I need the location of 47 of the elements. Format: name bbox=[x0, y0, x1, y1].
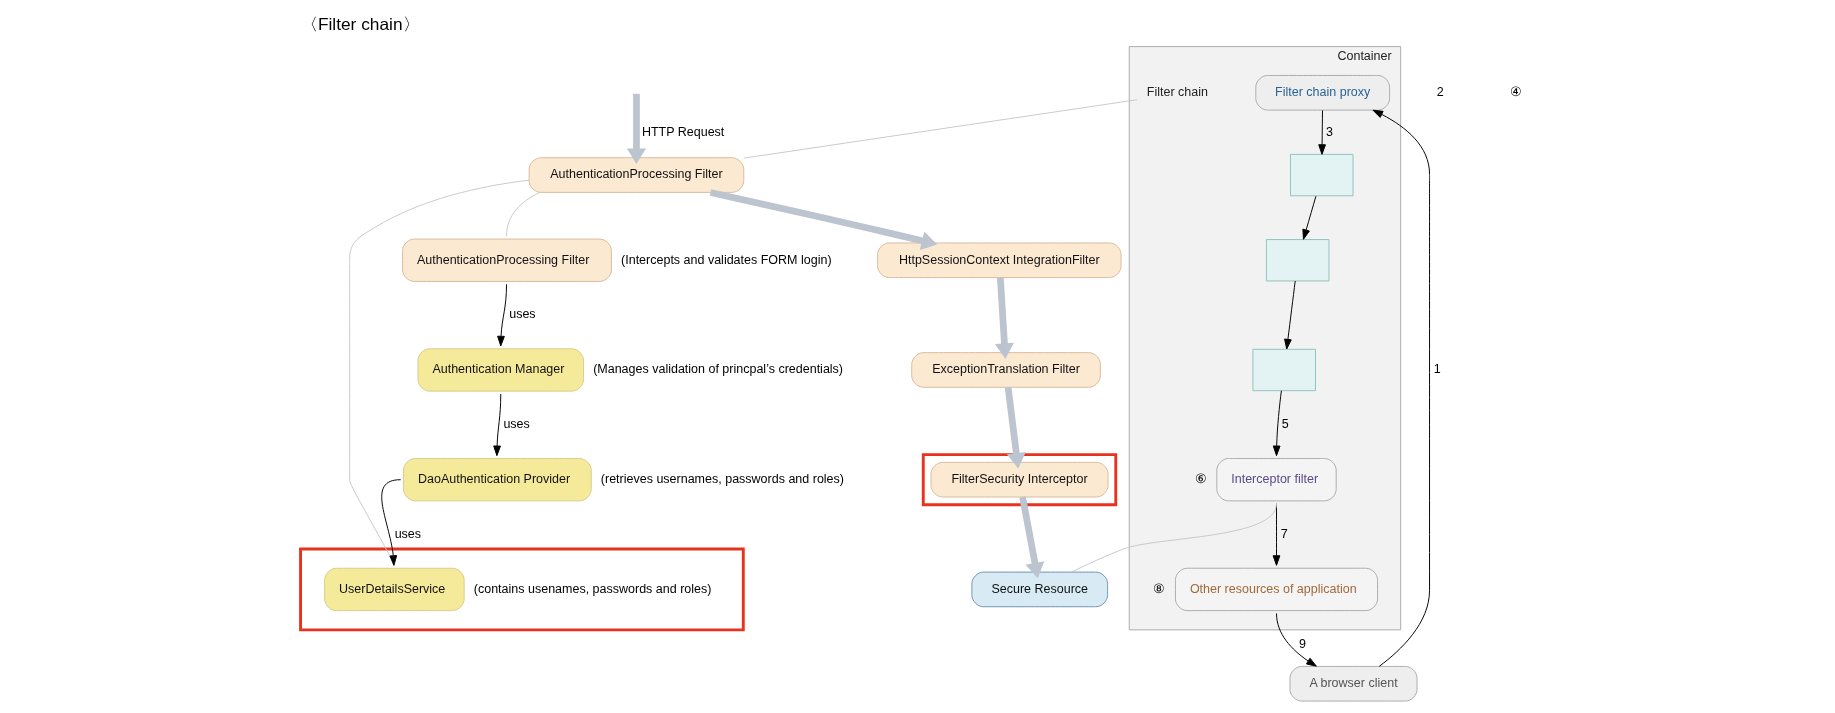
edge-label: 9 bbox=[1299, 636, 1306, 651]
node-box: Filter chain proxy bbox=[1255, 74, 1391, 111]
arrow bbox=[709, 189, 938, 251]
arrow bbox=[626, 93, 646, 164]
node-box: HttpSessionContext IntegrationFilter bbox=[877, 242, 1122, 279]
node-box: A browser client bbox=[1289, 665, 1418, 702]
node-box: AuthenticationProcessing Filter bbox=[528, 157, 745, 193]
node-label: ⑥ bbox=[1194, 471, 1207, 486]
connector bbox=[506, 191, 541, 237]
arrow bbox=[1302, 195, 1317, 240]
arrow bbox=[1004, 386, 1026, 469]
node-text: Filter chain bbox=[1146, 85, 1208, 100]
node-label: (contains usenames, passwords and roles) bbox=[473, 581, 712, 596]
node-label: (retrieves usernames, passwords and roles) bbox=[600, 471, 844, 486]
node-label: ⑧ bbox=[1153, 581, 1166, 596]
edge-label: HTTP Request bbox=[641, 124, 725, 139]
cluster bbox=[299, 547, 745, 632]
arrow bbox=[994, 277, 1014, 359]
connector bbox=[349, 179, 530, 566]
edge-label: uses bbox=[503, 417, 530, 432]
arrow bbox=[1284, 280, 1296, 350]
diagram-title: 〈Filter chain〉 bbox=[300, 13, 420, 34]
arrow bbox=[1272, 390, 1282, 457]
node-box bbox=[1265, 239, 1330, 282]
label: ④ bbox=[1510, 85, 1523, 100]
node-box bbox=[1252, 348, 1316, 392]
edge-label: 1 bbox=[1433, 362, 1441, 377]
edge-label: uses bbox=[394, 526, 422, 541]
arrow bbox=[1318, 109, 1326, 155]
arrow bbox=[1276, 613, 1317, 667]
label: 2 bbox=[1436, 85, 1444, 100]
node-box: ExceptionTranslation Filter bbox=[911, 352, 1101, 388]
node-box: FilterSecurity Interceptor bbox=[930, 461, 1109, 498]
arrow bbox=[497, 283, 507, 347]
arrow bbox=[381, 479, 402, 566]
connector bbox=[1071, 503, 1277, 573]
edge-label: uses bbox=[509, 307, 536, 322]
edge-label: 3 bbox=[1325, 124, 1333, 139]
arrow bbox=[493, 393, 502, 457]
edge-label: 5 bbox=[1281, 417, 1289, 432]
node-box bbox=[1290, 153, 1354, 197]
arrow bbox=[1372, 109, 1430, 667]
node-label: (Intercepts and validates FORM login) bbox=[621, 252, 832, 267]
node-label: (Manages validation of princpal’s credentials) bbox=[593, 362, 844, 377]
node-box: Secure Resource bbox=[971, 571, 1109, 608]
edge-label: 7 bbox=[1280, 526, 1288, 541]
connector bbox=[743, 99, 1138, 159]
